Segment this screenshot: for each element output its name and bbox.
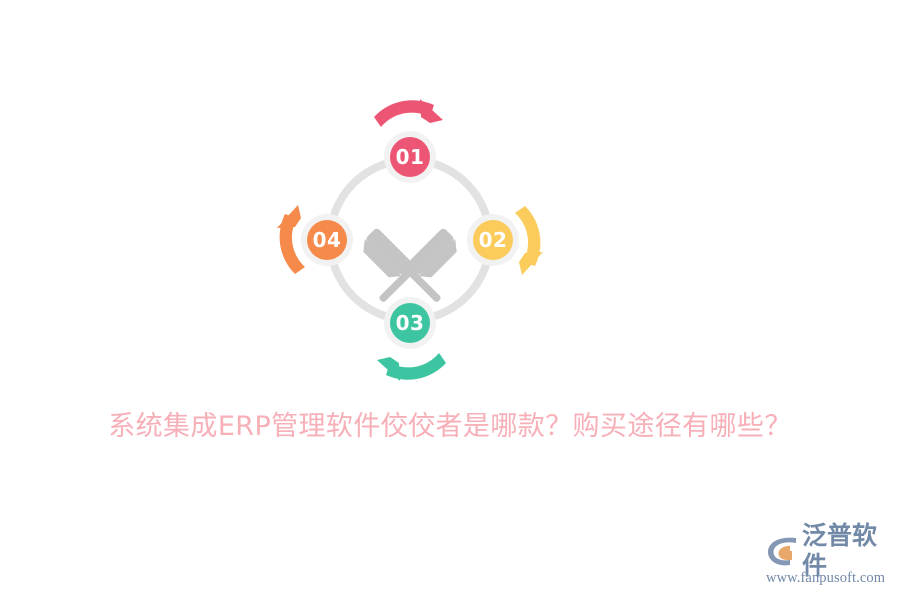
page-title: 系统集成ERP管理软件佼佼者是哪款？购买途径有哪些？ [108,411,792,442]
step-label-04: 04 [313,228,342,252]
step-arrow-01 [374,99,443,127]
brand-watermark: 泛普软件 www.fanpusoft.com [766,521,892,591]
cycle-ring [326,156,494,324]
brand-url: www.fanpusoft.com [766,570,886,586]
step-label-01: 01 [396,145,425,169]
step-badge-01[interactable]: 01 [384,131,436,183]
step-arrow-02 [515,206,543,275]
step-badge-02[interactable]: 02 [467,214,519,266]
step-label-02: 02 [479,228,508,252]
cycle-diagram: 01 02 03 04 [260,85,560,385]
step-label-03: 03 [396,311,425,335]
brand-name: 泛普软件 [802,521,878,580]
step-arrow-03 [377,353,446,381]
step-badge-04[interactable]: 04 [301,214,353,266]
crossed-hammers-icon [363,228,457,302]
step-badge-03[interactable]: 03 [384,297,436,349]
step-arrow-04 [277,205,305,274]
fanpu-swoosh-logo-icon [766,534,800,568]
